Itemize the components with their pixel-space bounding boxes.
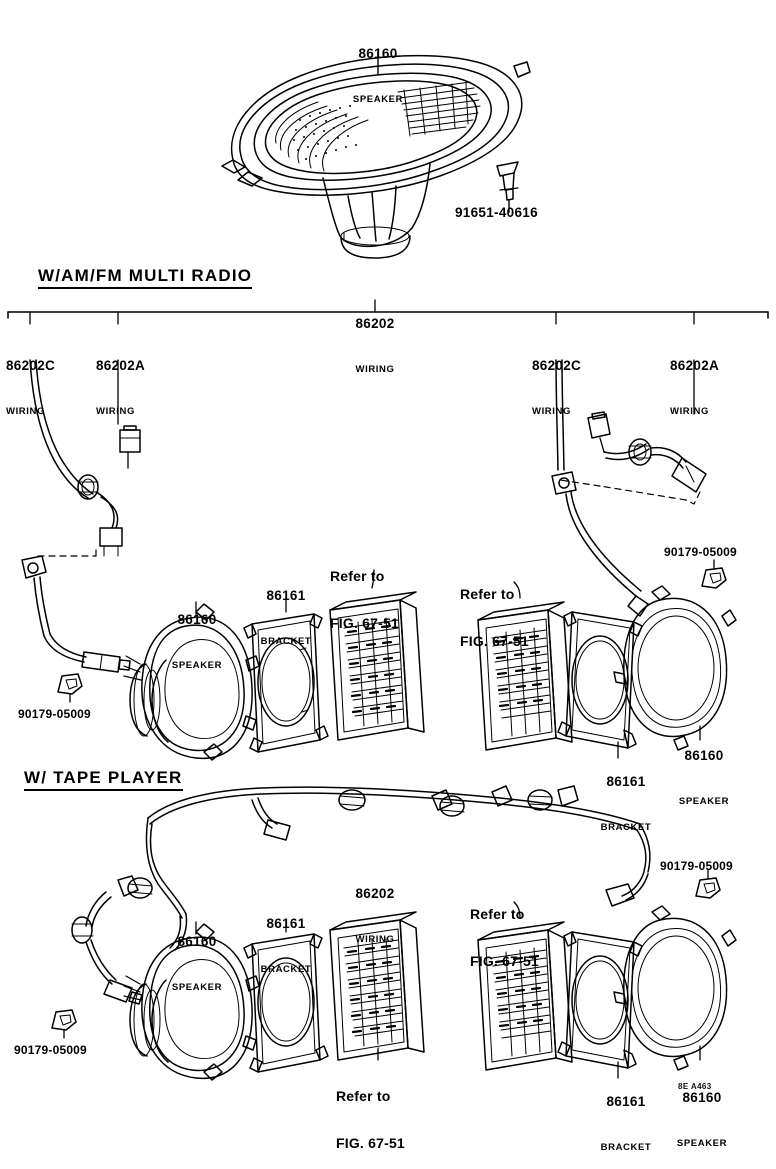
tape-left-grille [329,911,425,1061]
am-fm-harness-bus [7,299,769,325]
label-refer-tape-right: Refer to FIG. 67-51 [470,876,539,986]
label-bracket-tape-left-name: BRACKET [260,963,312,975]
footer-stamp: 8E A463 [678,1082,712,1091]
label-bracket-tape-left-number: 86161 [266,916,306,932]
label-speaker-tape-left-name: SPEAKER [171,981,223,993]
label-wiring-c-right: 86202C WIRING [532,326,581,433]
label-speaker-tape-right-number: 86160 [682,1090,722,1106]
label-bracket-tape-left: 86161 BRACKET [240,884,332,991]
label-wiring-c-right-number: 86202C [532,358,582,374]
label-speaker-tape-right: 86160 SPEAKER [656,1058,748,1165]
label-refer-amfm-right: Refer to FIG. 67-51 [460,556,529,666]
diagram-artwork [7,51,769,1081]
label-bracket-tape-right-number: 86161 [606,1094,646,1110]
label-wiring-c-left-name: WIRING [6,405,45,417]
label-wiring-main-amfm-number: 86202 [355,316,395,332]
label-refer-tape-left: Refer to FIG. 67-51 [336,1058,405,1168]
label-refer-amfm-right-line1: Refer to [460,586,515,603]
label-bracket-amfm-left-name: BRACKET [260,635,312,647]
top-speaker-illustration [221,54,531,259]
label-refer-tape-left-line2: FIG. 67-51 [336,1135,405,1152]
section-heading-tape: W/ TAPE PLAYER [24,768,183,791]
top-screw [496,161,519,201]
label-wiring-main-amfm-name: WIRING [355,363,395,375]
label-speaker-tape-left: 86160 SPEAKER [152,902,242,1009]
label-speaker-tape-right-name: SPEAKER [676,1137,728,1149]
label-bracket-amfm-right: 86161 BRACKET [580,742,672,849]
label-wiring-a-right: 86202A WIRING [670,326,719,433]
am-fm-left-nut [57,673,83,695]
label-top-speaker-name: SPEAKER [352,93,404,105]
label-refer-tape-right-line1: Refer to [470,906,525,923]
tape-right-nut [695,877,721,899]
label-wiring-main-tape-name: WIRING [355,933,395,945]
am-fm-left-wiring [21,359,141,673]
label-top-screw: 91651-40616 [455,205,538,220]
am-fm-right-speaker [613,585,737,751]
label-wiring-a-right-number: 86202A [670,358,720,374]
parts-diagram-page: 86160 SPEAKER 91651-40616 W/AM/FM MULTI … [6,14,769,1152]
label-top-speaker: 86160 SPEAKER [330,14,426,121]
label-speaker-amfm-left: 86160 SPEAKER [152,580,242,687]
label-wiring-main-tape: 86202 WIRING [330,854,420,961]
am-fm-left-speaker [123,603,260,761]
tape-right-speaker [613,905,737,1071]
label-nut-tape-left: 90179-05009 [14,1043,87,1057]
am-fm-right-nut [701,567,727,589]
label-nut-amfm-left: 90179-05009 [18,707,91,721]
label-refer-tape-right-line2: FIG. 67-51 [470,953,539,970]
label-top-speaker-number: 86160 [358,46,398,62]
label-speaker-amfm-right-name: SPEAKER [678,795,730,807]
label-speaker-amfm-left-name: SPEAKER [171,659,223,671]
label-refer-tape-left-line1: Refer to [336,1088,391,1105]
label-wiring-main-amfm: 86202 WIRING [330,284,420,391]
label-speaker-tape-left-number: 86160 [177,934,217,950]
label-refer-amfm-left-line1: Refer to [330,568,385,585]
label-bracket-amfm-left: 86161 BRACKET [240,556,332,663]
am-fm-right-bracket [557,611,643,749]
section-heading-am-fm: W/AM/FM MULTI RADIO [38,266,253,289]
label-bracket-amfm-left-number: 86161 [266,588,306,604]
am-fm-left-bracket [243,613,329,753]
label-speaker-amfm-right-number: 86160 [684,748,724,764]
tape-right-grille [477,901,573,1071]
label-wiring-a-right-name: WIRING [670,405,709,417]
tape-left-bracket [243,933,329,1073]
label-speaker-amfm-right: 86160 SPEAKER [658,716,750,823]
label-wiring-a-left-number: 86202A [96,358,146,374]
label-bracket-amfm-right-name: BRACKET [600,821,652,833]
label-refer-amfm-right-line2: FIG. 67-51 [460,633,529,650]
label-wiring-a-left-name: WIRING [96,405,135,417]
tape-left-speaker [123,923,260,1081]
label-nut-amfm-right: 90179-05009 [664,545,737,559]
label-wiring-c-left-number: 86202C [6,358,56,374]
label-wiring-a-left: 86202A WIRING [96,326,145,433]
label-wiring-c-right-name: WIRING [532,405,571,417]
label-bracket-amfm-right-number: 86161 [606,774,646,790]
label-wiring-c-left: 86202C WIRING [6,326,55,433]
label-refer-amfm-left-line2: FIG. 67-51 [330,615,399,632]
am-fm-right-wiring [551,359,707,617]
label-nut-tape-right: 90179-05009 [660,859,733,873]
label-refer-amfm-left: Refer to FIG. 67-51 [330,538,399,648]
am-fm-left-grille [329,569,425,741]
label-speaker-amfm-left-number: 86160 [177,612,217,628]
label-wiring-main-tape-number: 86202 [355,886,395,902]
tape-left-nut [51,1009,77,1031]
am-fm-right-grille [477,581,573,751]
tape-harness [71,785,651,1005]
